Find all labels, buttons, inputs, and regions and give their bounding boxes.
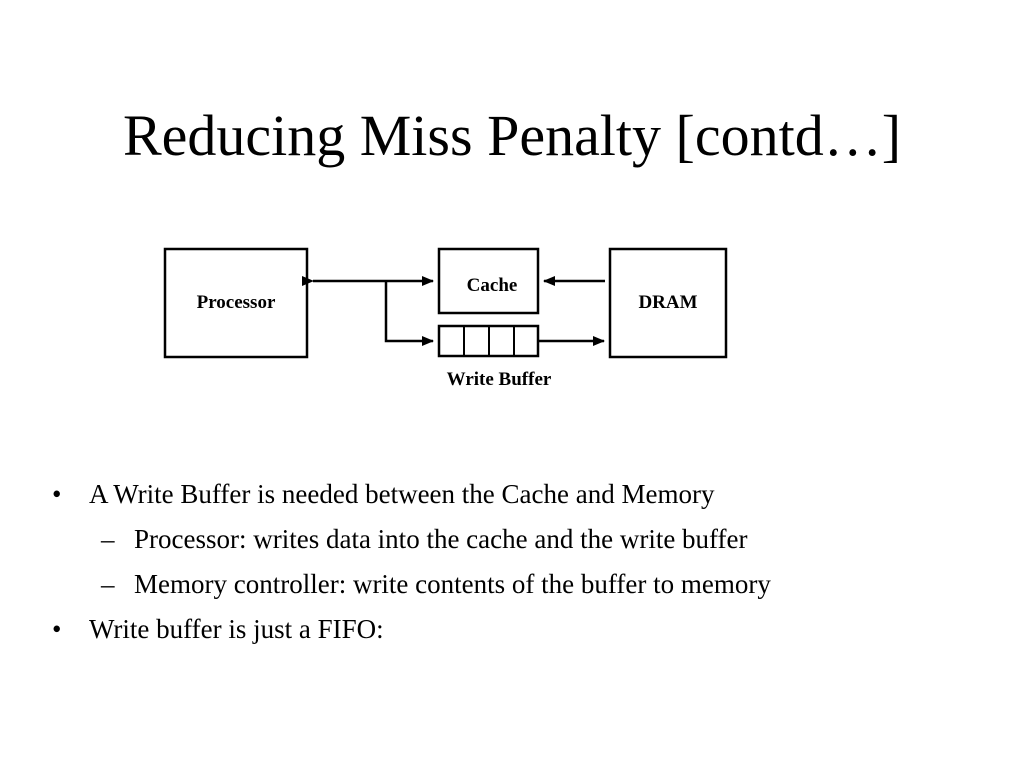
sub-bullet-marker: – <box>101 569 115 599</box>
slide-title: Reducing Miss Penalty [contd…] <box>122 103 902 168</box>
processor-label: Processor <box>197 292 276 313</box>
bullet-marker: • <box>52 614 62 644</box>
dram-box <box>608 247 728 359</box>
bullet-item: • Write buffer is just a FIFO: <box>0 607 1024 652</box>
write-buffer <box>437 324 540 358</box>
bullet-text: A Write Buffer is needed between the Cac… <box>89 479 715 509</box>
sub-bullet-item: – Processor: writes data into the cache … <box>0 517 1024 562</box>
cache-box <box>437 247 540 315</box>
bullet-text: Write buffer is just a FIFO: <box>89 614 384 644</box>
processor-box <box>163 247 309 359</box>
bullet-item: • A Write Buffer is needed between the C… <box>0 472 1024 517</box>
processor-write-buffer-arrow <box>384 281 434 346</box>
sub-bullet-text: Processor: writes data into the cache an… <box>134 524 748 554</box>
write-buffer-label: Write Buffer <box>447 369 552 390</box>
dram-label: DRAM <box>638 292 697 313</box>
bullet-marker: • <box>52 479 62 509</box>
sub-bullet-text: Memory controller: write contents of the… <box>134 569 771 599</box>
cache-label: Cache <box>467 275 518 296</box>
sub-bullet-marker: – <box>101 524 115 554</box>
sub-bullet-item: – Memory controller: write contents of t… <box>0 562 1024 607</box>
bullet-list: • A Write Buffer is needed between the C… <box>0 472 1024 652</box>
